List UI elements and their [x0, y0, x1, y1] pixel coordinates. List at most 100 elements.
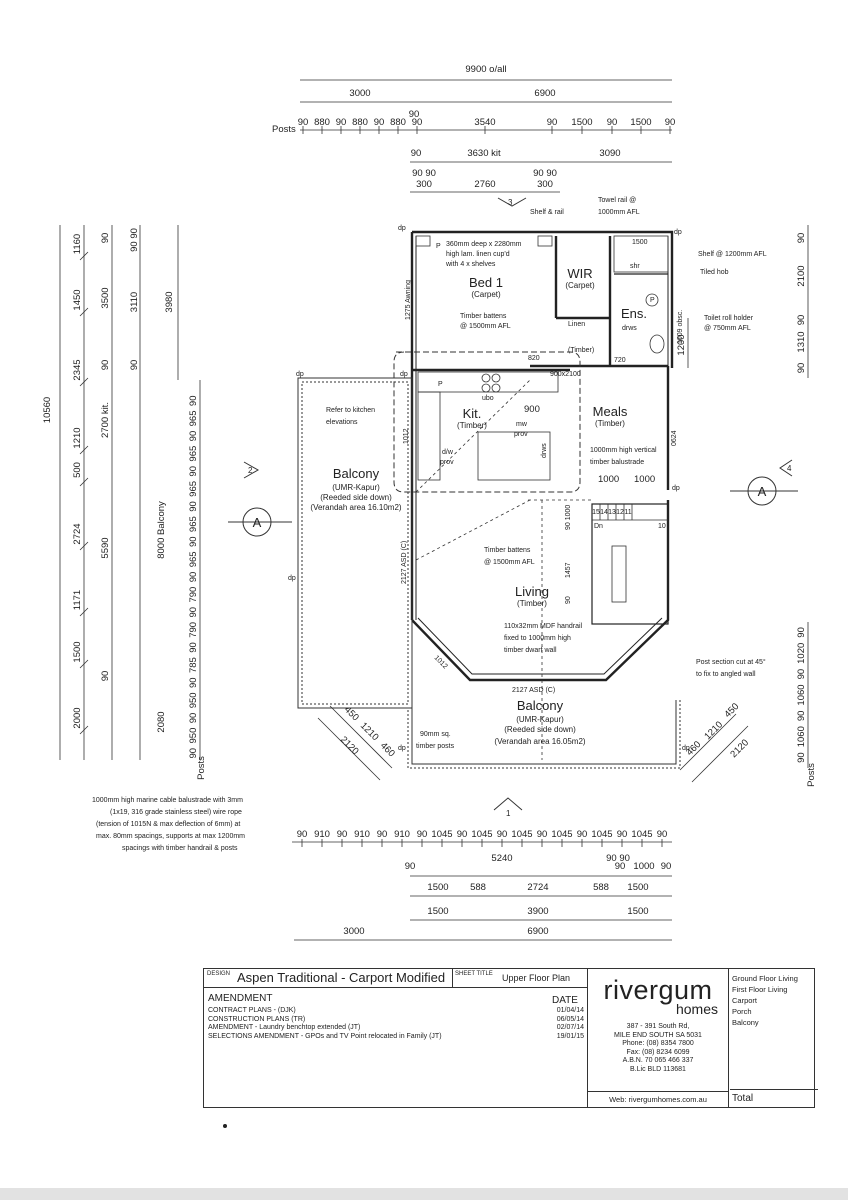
- left-post-dim: 90: [188, 572, 199, 583]
- stair-number: 11: [624, 509, 631, 516]
- bottom-post-dim: 90: [417, 829, 428, 840]
- left-dim-90d: 90: [129, 360, 140, 371]
- note-linen-2: high lam. linen cup'd: [446, 251, 510, 258]
- left-post-dim: 90: [188, 431, 199, 442]
- stair-number: 13: [608, 509, 616, 516]
- right-dim-90a: 90: [796, 233, 807, 244]
- left-dim-9090: 90 90: [129, 228, 140, 252]
- top-post-dim: 1500: [571, 117, 592, 128]
- area-item: Carport: [732, 996, 758, 1005]
- note-towel-1: Towel rail @: [598, 197, 636, 204]
- left-post-dim: 90: [188, 536, 199, 547]
- room-wir-floor: (Carpet): [565, 281, 595, 290]
- note-awning: 1275 Awning: [405, 280, 412, 320]
- note-linen-1: 360mm deep x 2280mm: [446, 241, 522, 248]
- left-post-dim: 90: [188, 501, 199, 512]
- top-dim-90: 90: [411, 148, 422, 159]
- left-dimensions: 10560 1160145023451210500272411711500200…: [42, 225, 207, 780]
- left-col2-dim: 1171: [72, 590, 83, 610]
- top-post-dim: 90: [412, 117, 423, 128]
- section-marker-a-right: A: [758, 484, 767, 499]
- note-handrail-2: fixed to 1000mm high: [504, 635, 571, 642]
- note-ubo: ubo: [482, 395, 494, 402]
- note-linen-3: with 4 x shelves: [445, 261, 496, 268]
- left-col2-dim: 1450: [72, 289, 83, 310]
- left-dim-2700kit: 2700 kit.: [100, 402, 111, 438]
- left-dim-3110: 3110: [129, 292, 140, 312]
- note-marine-5: spacings with timber handrail & posts: [122, 845, 238, 852]
- left-post-dim: 90: [188, 677, 199, 688]
- top-post-dim: 880: [390, 117, 406, 128]
- note-battens-1: Timber battens: [460, 313, 507, 320]
- left-dim-10560: 10560: [42, 397, 53, 423]
- room-labels: Bed 1 (Carpet) WIR (Carpet) Ens. Kit. (T…: [310, 266, 647, 746]
- dimension-tick: [79, 477, 89, 487]
- right-post-dim: 90: [796, 711, 807, 722]
- right-post-dim: 90: [796, 627, 807, 638]
- room-bed1: Bed 1: [469, 275, 503, 290]
- bot-dim-90a: 90: [405, 861, 416, 872]
- note-dp-3: dp: [296, 371, 304, 378]
- note-dp-6: dp: [288, 575, 296, 582]
- note-asd-left: 2127 ASD (C): [401, 541, 408, 584]
- room-meals-floor: (Timber): [595, 419, 625, 428]
- areas-cell: Ground Floor Living First Floor Living C…: [730, 969, 818, 1107]
- left-dim-2080: 2080: [156, 711, 167, 732]
- right-dim-2100: 2100: [796, 265, 807, 286]
- area-total: Total: [730, 1089, 818, 1107]
- ref-1: 1: [506, 809, 511, 818]
- left-dim-8000-balcony: 8000 Balcony: [156, 501, 167, 559]
- note-handrail-1: 110x32mm MDF handrail: [504, 623, 583, 630]
- left-post-dim: 790: [188, 622, 199, 638]
- note-1457: 1457: [565, 562, 572, 578]
- left-post-dim: 950: [188, 692, 199, 708]
- bottom-post-dim: 1045: [511, 829, 532, 840]
- room-living-floor: (Timber): [517, 599, 547, 608]
- dimension-tick: [79, 377, 89, 387]
- bot-dim-1500d: 1500: [627, 906, 648, 917]
- note-battens-living-2: @ 1500mm AFL: [484, 559, 535, 566]
- note-battens-2: @ 1500mm AFL: [460, 323, 511, 330]
- bottom-post-dim: 90: [657, 829, 668, 840]
- top-post-dim: 1500: [630, 117, 651, 128]
- left-post-dim: 965: [188, 516, 199, 532]
- note-dn: Dn: [594, 523, 603, 530]
- top-post-dim: 880: [314, 117, 330, 128]
- right-post-dim: 1020: [796, 643, 807, 664]
- top-post-dim: 90: [607, 117, 618, 128]
- sheet-title-caption: SHEET TITLE: [455, 971, 493, 977]
- title-block: DESIGN Aspen Traditional - Carport Modif…: [203, 968, 818, 1108]
- note-dw-prov: prov: [440, 459, 454, 466]
- note-720: 720: [614, 357, 626, 364]
- design-cell: DESIGN Aspen Traditional - Carport Modif…: [204, 969, 453, 988]
- note-1500: 1500: [632, 239, 648, 246]
- stair-number: 14: [600, 509, 608, 516]
- area-item: Ground Floor Living: [732, 974, 798, 983]
- note-towel-2: 1000mm AFL: [598, 209, 640, 216]
- left-post-dim: 965: [188, 551, 199, 567]
- bottom-post-dim: 1045: [551, 829, 572, 840]
- stair-number: 12: [616, 509, 624, 516]
- bottom-post-dim: 90: [297, 829, 308, 840]
- diag-right-450: 450: [722, 701, 741, 720]
- note-kit-drws: drws: [541, 443, 548, 458]
- right-dim-1310: 1310: [796, 331, 807, 352]
- bot-dim-2724: 2724: [527, 882, 548, 893]
- amendment-heading: AMENDMENT: [208, 993, 273, 1004]
- note-tiled-hob: Tiled hob: [700, 269, 729, 276]
- note-900: 900: [524, 404, 540, 415]
- room-balcony-bottom: Balcony: [517, 698, 564, 713]
- amendment-text: CONTRACT PLANS - (DJK): [208, 1007, 296, 1014]
- area-item: First Floor Living: [732, 985, 788, 994]
- note-p-3: P: [650, 297, 655, 304]
- left-post-dim: 90: [188, 748, 199, 759]
- section-markers: A A 2 3 4 1: [228, 197, 798, 818]
- note-post-section-1: Post section cut at 45°: [696, 658, 766, 666]
- note-toilet-1: Toilet roll holder: [704, 315, 754, 322]
- note-p-1: P: [436, 243, 441, 250]
- room-balcony-left: Balcony: [333, 466, 380, 481]
